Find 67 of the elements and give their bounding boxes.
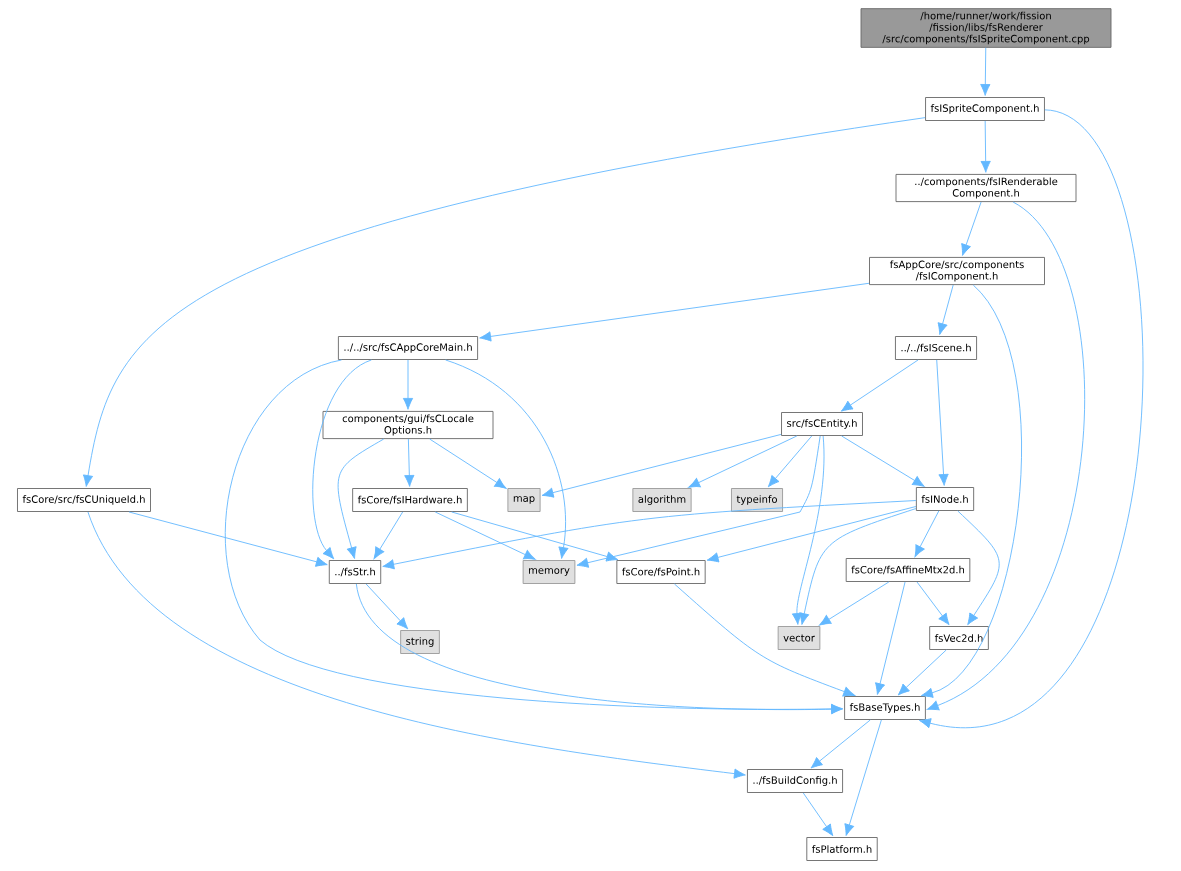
arrow [128,511,328,567]
arrow [914,510,940,558]
header-box: src/fsCEntity.h [781,412,863,436]
arrow [404,438,415,487]
arrow [937,284,954,335]
arrow [961,201,982,256]
arrow [337,438,385,559]
arrow [382,500,917,570]
arrow [875,581,906,695]
system-header-box: vector [777,626,821,650]
header-box: fsINode.h [915,487,975,511]
system-header-box: memory [522,560,576,584]
arrow [926,201,1086,711]
header-box: ../components/fsIRenderable Component.h [895,173,1077,203]
header-box: fsCore/fsAffineMtx2d.h [845,558,971,582]
system-header-box: algorithm [632,488,692,512]
arrow [402,359,414,410]
header-box: fsCore/fsIHardware.h [352,488,468,512]
arrow [840,359,919,412]
arrow [479,282,870,342]
arrow [799,508,917,625]
arrow [451,511,619,562]
header-box: fsCore/fsPoint.h [616,560,706,584]
arrow [957,510,1000,626]
header-box: ../../fsIScene.h [895,336,978,360]
arrow [921,284,1022,698]
header-box: ../fsBuildConfig.h [746,769,844,793]
system-header-box: string [400,630,440,654]
arrow [445,359,569,559]
header-box: fsPlatform.h [806,837,878,861]
header-box: components/gui/fsCLocale Options.h [322,410,494,440]
header-box: fsISpriteComponent.h [925,97,1045,121]
arrow [819,581,890,626]
arrow [82,117,926,487]
arrow [919,109,1144,729]
arrow [936,359,949,486]
file-box: /home/runner/work/fission /fission/libs/fsRenderer /src/components/fsISpriteComponent.cpp [860,8,1112,48]
header-box: ../../src/fsCAppCoreMain.h [337,336,479,360]
arrow [916,581,950,626]
system-header-box: map [507,488,541,512]
arrow [355,583,843,715]
arrow [810,719,871,769]
arrow [541,433,782,498]
arrow [674,583,856,697]
arrow [802,792,834,837]
arrow [373,511,404,560]
arrow [312,359,372,560]
arrow [688,435,798,488]
arrow [434,511,536,560]
header-box: fsBaseTypes.h [844,696,926,720]
header-box: fsCore/src/fsCUniqueId.h [17,488,151,512]
arrow [706,506,917,563]
arrow [897,649,947,696]
arrow [841,435,925,487]
arrow [791,435,825,625]
arrow [767,435,813,488]
system-header-box: typeinfo [731,488,783,512]
header-box: ../fsStr.h [328,560,382,584]
arrow [980,120,991,173]
header-box: fsVec2d.h [929,626,989,650]
arrow [365,583,409,630]
arrow [429,438,507,489]
arrow [980,47,991,96]
arrow [576,435,821,568]
header-box: fsAppCore/src/components /fsIComponent.h [869,256,1045,286]
arrow [844,719,882,836]
arrow [87,511,746,779]
